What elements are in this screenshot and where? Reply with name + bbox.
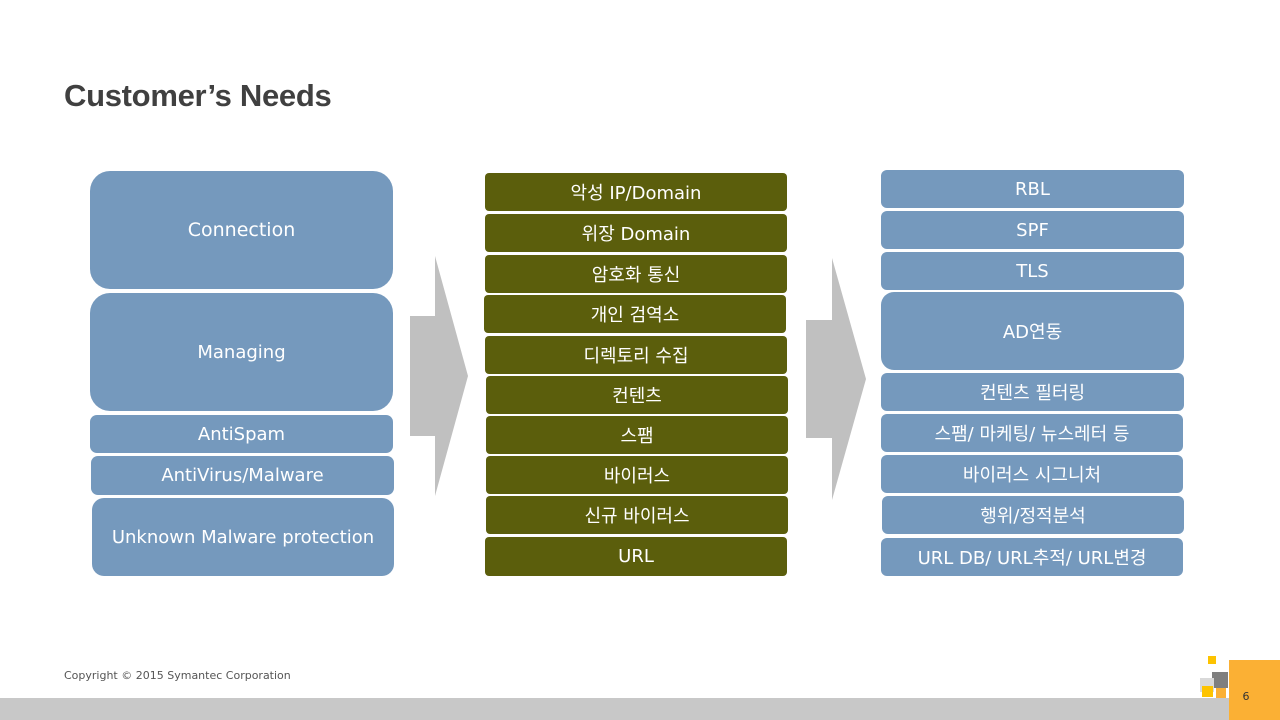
right-box-virus-signature: 바이러스 시그니처 bbox=[881, 455, 1183, 493]
middle-box-personal-quarantine: 개인 검역소 bbox=[484, 295, 786, 333]
middle-box-label: 바이러스 bbox=[603, 466, 671, 487]
right-box-url-db: URL DB/ URL추적/ URL변경 bbox=[881, 538, 1183, 576]
left-box-unknown-malware: Unknown Malware protection bbox=[92, 498, 394, 576]
right-box-content-filtering: 컨텐츠 필터링 bbox=[881, 373, 1184, 411]
middle-box-malicious-ip: 악성 IP/Domain bbox=[485, 173, 787, 211]
accent-square bbox=[1229, 660, 1280, 720]
accent-square bbox=[1216, 688, 1226, 698]
left-box-label: AntiVirus/Malware bbox=[161, 465, 324, 486]
middle-box-label: 신규 바이러스 bbox=[584, 506, 690, 527]
right-box-label: 바이러스 시그니처 bbox=[962, 465, 1102, 486]
middle-box-label: URL bbox=[618, 546, 654, 567]
middle-box-label: 개인 검역소 bbox=[590, 305, 680, 326]
left-box-managing: Managing bbox=[90, 293, 393, 411]
middle-box-spam: 스팸 bbox=[486, 416, 788, 454]
copyright-text: Copyright © 2015 Symantec Corporation bbox=[64, 669, 291, 682]
right-box-label: RBL bbox=[1015, 178, 1050, 200]
right-box-label: SPF bbox=[1016, 219, 1049, 241]
middle-box-content: 컨텐츠 bbox=[486, 376, 788, 414]
middle-box-label: 악성 IP/Domain bbox=[570, 183, 702, 204]
right-box-label: 스팸/ 마케팅/ 뉴스레터 등 bbox=[934, 424, 1130, 445]
accent-square bbox=[1208, 656, 1216, 664]
right-box-label: TLS bbox=[1016, 260, 1049, 282]
left-box-label: AntiSpam bbox=[197, 423, 286, 445]
right-box-label: 행위/정적분석 bbox=[980, 506, 1086, 527]
right-arrow-icon bbox=[410, 256, 468, 496]
right-arrow-icon bbox=[806, 258, 866, 500]
middle-box-label: 위장 Domain bbox=[581, 224, 691, 245]
right-box-spam-marketing: 스팸/ 마케팅/ 뉴스레터 등 bbox=[881, 414, 1183, 452]
middle-box-label: 디렉토리 수집 bbox=[583, 346, 689, 367]
left-box-connection: Connection bbox=[90, 171, 393, 289]
middle-box-label: 스팸 bbox=[620, 426, 654, 447]
middle-box-label: 컨텐츠 bbox=[612, 386, 662, 407]
right-box-label: URL DB/ URL추적/ URL변경 bbox=[917, 548, 1147, 569]
page-number: 6 bbox=[1242, 689, 1250, 703]
middle-box-url: URL bbox=[485, 537, 787, 576]
right-box-ad: AD연동 bbox=[881, 292, 1184, 370]
left-box-label: Connection bbox=[187, 219, 296, 241]
left-box-antispam: AntiSpam bbox=[90, 415, 393, 453]
right-box-spf: SPF bbox=[881, 211, 1184, 249]
middle-box-encrypted-comm: 암호화 통신 bbox=[485, 255, 787, 293]
left-box-label: Unknown Malware protection bbox=[111, 526, 375, 548]
middle-box-spoofed-domain: 위장 Domain bbox=[485, 214, 787, 252]
accent-square bbox=[1212, 672, 1228, 688]
footer-bar bbox=[0, 698, 1280, 720]
left-box-antivirus: AntiVirus/Malware bbox=[91, 456, 394, 495]
accent-square bbox=[1202, 686, 1213, 697]
middle-box-virus: 바이러스 bbox=[486, 456, 788, 494]
middle-box-directory-harvest: 디렉토리 수집 bbox=[485, 336, 787, 374]
right-box-rbl: RBL bbox=[881, 170, 1184, 208]
left-box-label: Managing bbox=[197, 341, 286, 363]
middle-box-new-virus: 신규 바이러스 bbox=[486, 496, 788, 534]
right-box-tls: TLS bbox=[881, 252, 1184, 290]
right-box-label: AD연동 bbox=[1002, 322, 1063, 343]
right-box-label: 컨텐츠 필터링 bbox=[979, 383, 1086, 404]
page-title: Customer’s Needs bbox=[64, 78, 332, 113]
middle-box-label: 암호화 통신 bbox=[591, 265, 681, 286]
right-box-behavior-analysis: 행위/정적분석 bbox=[882, 496, 1184, 534]
